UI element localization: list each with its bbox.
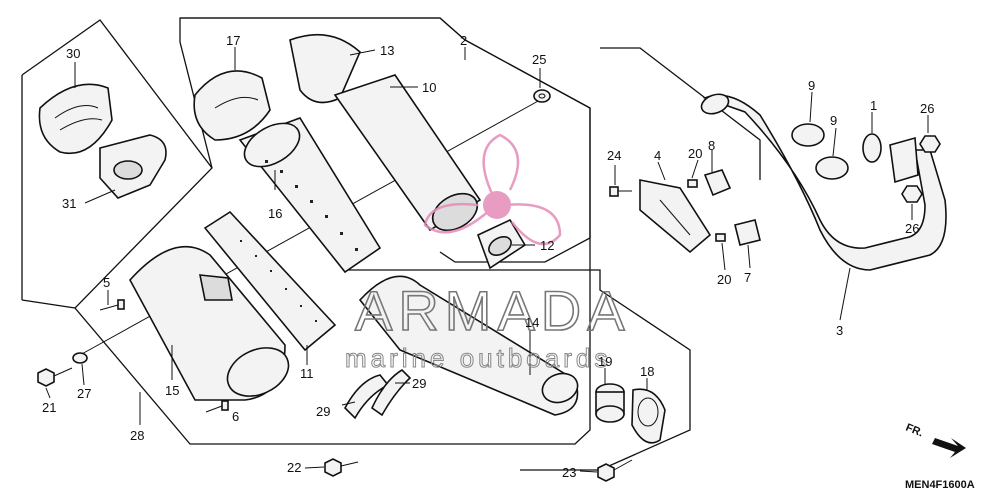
bolt-24	[609, 186, 632, 197]
callout-19: 19	[598, 354, 612, 369]
callout-13: 13	[380, 43, 394, 58]
clamp-9-b	[815, 156, 849, 180]
collar-12	[476, 218, 527, 270]
callout-9-a: 9	[808, 78, 815, 93]
packing-13	[289, 33, 361, 104]
callout-2: 2	[460, 33, 467, 48]
callout-8: 8	[708, 138, 715, 153]
callout-1: 1	[870, 98, 877, 113]
callout-26-b: 26	[905, 221, 919, 236]
callout-16: 16	[268, 206, 282, 221]
bracket-8	[703, 169, 732, 197]
washer-27	[72, 352, 88, 364]
watermark-tagline: marine outboards	[345, 343, 611, 373]
end-cap-17	[193, 70, 271, 141]
tail-tube-14	[358, 275, 579, 416]
diagram-code: MEN4F1600A	[905, 479, 975, 491]
callout-30: 30	[66, 46, 80, 61]
callout-25: 25	[532, 52, 546, 67]
callout-23: 23	[562, 465, 576, 480]
callout-3: 3	[836, 323, 843, 338]
callout-11: 11	[300, 366, 314, 381]
callout-22: 22	[287, 460, 301, 475]
callout-26-a: 26	[920, 101, 934, 116]
heat-shield-4	[639, 179, 712, 254]
callout-27: 27	[77, 386, 91, 401]
outline-bottom-left	[21, 299, 76, 309]
callout-4: 4	[654, 148, 661, 163]
bracket-7	[734, 219, 761, 246]
inner-body-10	[333, 74, 482, 232]
washer-25	[533, 89, 551, 103]
exhaust-pipe-3	[700, 93, 947, 271]
end-cap-30	[38, 83, 113, 154]
callout-20-b: 20	[717, 272, 731, 287]
callout-20-a: 20	[688, 146, 702, 161]
callout-5: 5	[103, 275, 110, 290]
callout-9-b: 9	[830, 113, 837, 128]
callout-6: 6	[232, 409, 239, 424]
nut-26-a	[919, 135, 941, 153]
callout-12: 12	[540, 238, 554, 253]
brand-logo	[423, 133, 562, 246]
nut-26-b	[901, 185, 923, 203]
callout-29-a: 29	[316, 404, 330, 419]
clamp-9-a	[791, 123, 825, 147]
bolt-21	[37, 367, 73, 387]
callout-31: 31	[62, 196, 76, 211]
front-direction-arrow: FR.	[904, 422, 966, 458]
front-direction-label: FR.	[904, 422, 925, 440]
bolt-23	[597, 459, 633, 482]
band-29-b	[370, 368, 412, 417]
clamp-18	[631, 388, 666, 444]
watermark-brand: ARMADA	[355, 279, 631, 342]
collar-20-b	[715, 233, 726, 242]
callout-21: 21	[42, 400, 56, 415]
bolt-22	[324, 458, 359, 477]
gasket-19	[595, 383, 625, 423]
muffler-shell-15	[129, 245, 290, 401]
callout-15: 15	[165, 383, 179, 398]
callout-24: 24	[607, 148, 621, 163]
callout-18: 18	[640, 364, 654, 379]
callout-29-b: 29	[412, 376, 426, 391]
collar-20-a	[687, 179, 698, 188]
callout-7: 7	[744, 270, 751, 285]
cap-bracket-31	[84, 134, 167, 204]
exhaust-pipe-outline-3	[600, 47, 761, 180]
pipe-flange	[889, 136, 919, 184]
callout-28: 28	[130, 428, 144, 443]
inner-assembly-outline-2	[180, 17, 591, 263]
screw-5	[99, 299, 125, 311]
gasket-ring-1	[862, 133, 882, 163]
callout-14: 14	[525, 315, 539, 330]
screw-6	[205, 400, 229, 413]
callout-17: 17	[226, 33, 240, 48]
callout-10: 10	[422, 80, 436, 95]
perforated-core-16	[238, 117, 382, 274]
packing-wrap-11	[203, 210, 337, 352]
